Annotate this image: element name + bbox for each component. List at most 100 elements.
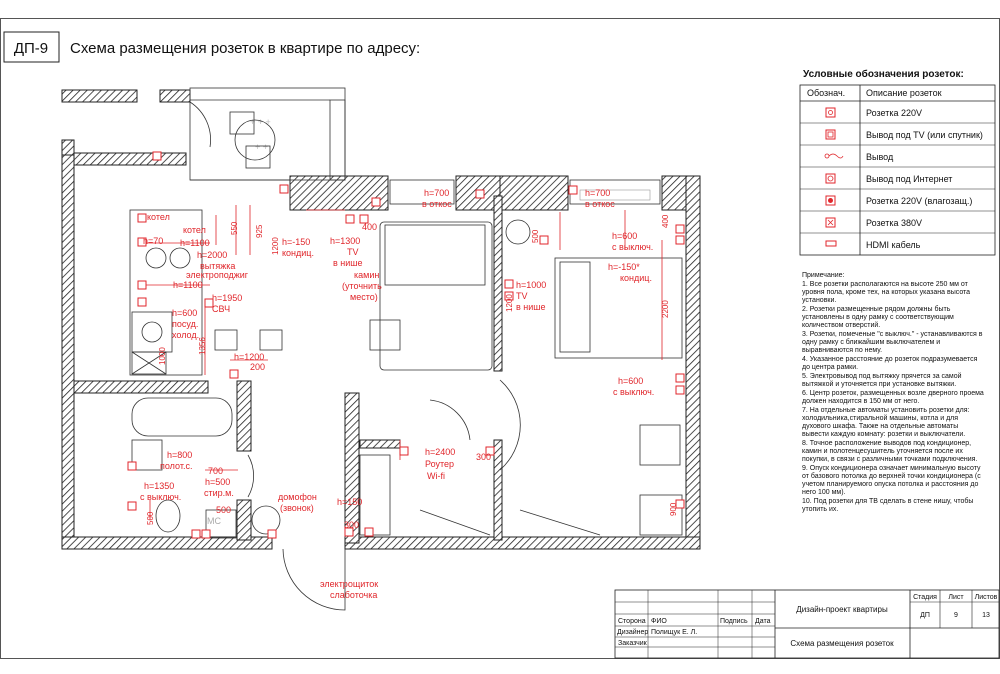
wall-balcony-top-b — [159, 89, 191, 103]
note-line: учетом планируемого опуска потолка и рас… — [802, 481, 978, 488]
notes: Примечание: 1. Все розетки располагаются… — [802, 272, 984, 513]
wall-bath-right-b — [236, 499, 252, 541]
socket-icon — [229, 369, 239, 379]
socket-icon — [204, 298, 214, 308]
socket-icon — [137, 297, 147, 307]
socket-icon — [267, 529, 277, 539]
internet-outlet-icon — [399, 446, 409, 456]
tb-designer: Дизайнер — [617, 628, 648, 636]
socket-icon — [359, 214, 369, 224]
legend-title: Условные обозначения розеток: — [803, 68, 964, 80]
waterproof-socket-icon — [127, 461, 137, 471]
dim-label: 300 — [476, 452, 491, 462]
waterproof-socket-icon — [201, 529, 211, 539]
note-line: установлены в одну рамку с соответствующ… — [802, 314, 954, 321]
note-line: количеством отверстий. — [802, 321, 880, 329]
balcony: + + + + + — [189, 87, 346, 181]
label-cond: кондиц. — [282, 248, 314, 258]
label-place: место) — [350, 292, 378, 302]
label-toilet: МС — [207, 516, 221, 526]
dim-label: 1000 — [158, 347, 167, 365]
socket-icon — [137, 213, 147, 223]
socket-icon — [152, 151, 162, 161]
label-cond-b: кондиц. — [620, 273, 652, 283]
note-line: 4. Указанное расстояние до розеток подра… — [802, 356, 978, 363]
page-title: Схема размещения розеток в квартире по а… — [70, 40, 420, 57]
dim-label: 1200 — [271, 237, 280, 255]
wall-left-top — [61, 139, 75, 156]
label-h150: h=150 — [337, 497, 362, 507]
label-h150-cond: h=-150 — [282, 237, 310, 247]
wire-outlet-icon — [824, 153, 844, 159]
legend-row-label: Вывод под TV (или спутник) — [866, 130, 983, 140]
note-line: 2. Розетки размещенные рядом должны быть — [802, 305, 951, 313]
socket-icon — [279, 184, 289, 194]
label-h70: h=70 — [143, 236, 163, 246]
note-line: вывести каждую комнату: розетки и выключ… — [802, 431, 965, 438]
label-h500: h=500 — [205, 477, 230, 487]
note-line: 10. Под розетки для ТВ сделать в стене н… — [802, 497, 973, 505]
dim-label: 500 — [216, 505, 231, 515]
label-boiler-height: котел — [183, 225, 206, 235]
label-h2000: h=2000 — [197, 250, 227, 260]
socket-icon — [475, 189, 485, 199]
waterproof-socket-icon — [191, 529, 201, 539]
tv-outlet-icon — [825, 129, 836, 140]
label-h700: h=700 — [424, 188, 449, 198]
label-h600: h=600 — [172, 308, 197, 318]
label-h1350: h=1350 — [144, 481, 174, 491]
socket-icon — [675, 373, 685, 383]
label-lowcurrent: слаботочка — [330, 590, 377, 600]
wiring-guides — [140, 205, 663, 520]
window-living — [389, 179, 455, 205]
socket-icon — [137, 280, 147, 290]
tb-project: Дизайн-проект квартиры — [796, 605, 888, 614]
svg-text:+ + +: + + + — [250, 117, 271, 127]
socket-icon — [485, 446, 495, 456]
wall-hall-left — [344, 392, 360, 544]
desk — [639, 494, 683, 536]
washing-machine — [205, 509, 237, 539]
label-slope-b: в откос — [585, 199, 615, 209]
dim-label: 900 — [669, 502, 678, 516]
legend-row-label: Розетка 220V (влагозащ.) — [866, 196, 972, 206]
label-with-switch: с выключ. — [612, 242, 653, 252]
bed — [554, 257, 683, 359]
socket-icon — [344, 527, 354, 537]
intercom-circle — [251, 505, 281, 535]
wall-bedroom-top-left — [499, 175, 569, 211]
dim-label: 400 — [362, 222, 377, 232]
socket-icon — [675, 499, 685, 509]
tb-sheet-h: Лист — [948, 594, 964, 601]
label-h1100: h=1100 — [180, 238, 210, 248]
tb-sheet: 9 — [954, 612, 958, 619]
legend: Условные обозначения розеток: Обознач. О… — [799, 68, 996, 256]
furniture — [129, 209, 683, 611]
bath-sink — [131, 439, 163, 471]
wall-closet-top — [359, 439, 401, 449]
dim-label: 925 — [255, 224, 264, 238]
label-h150-cond-b: h=-150* — [608, 262, 640, 272]
sofa — [379, 221, 493, 371]
tb-customer: Заказчик — [618, 640, 648, 647]
socket-icon — [371, 197, 381, 207]
wall-kitchen-top — [73, 152, 187, 166]
label-with-switch-c: с выключ. — [140, 492, 181, 502]
label-intercom: домофон — [278, 492, 317, 502]
label-h600-switch: h=600 — [612, 231, 637, 241]
tb-sheets: 13 — [982, 612, 990, 619]
label-h2400: h=2400 — [425, 447, 455, 457]
dim-label: 2200 — [661, 300, 670, 318]
tb-sign: Подпись — [720, 618, 748, 625]
label-h1200: h=1200 — [234, 352, 264, 362]
note-line: 3. Розетки, помеченые "с выключ." - уста… — [802, 331, 983, 338]
wall-bottom-left — [61, 536, 273, 550]
socket-icon — [364, 527, 374, 537]
label-tv-b: TV — [516, 291, 528, 301]
note-line: камин и полотенцесушитель уточняется пос… — [802, 448, 963, 455]
wall-balcony-top — [61, 89, 138, 103]
socket-icon — [539, 235, 549, 245]
socket-icon — [568, 185, 578, 195]
bathtub — [131, 397, 233, 437]
